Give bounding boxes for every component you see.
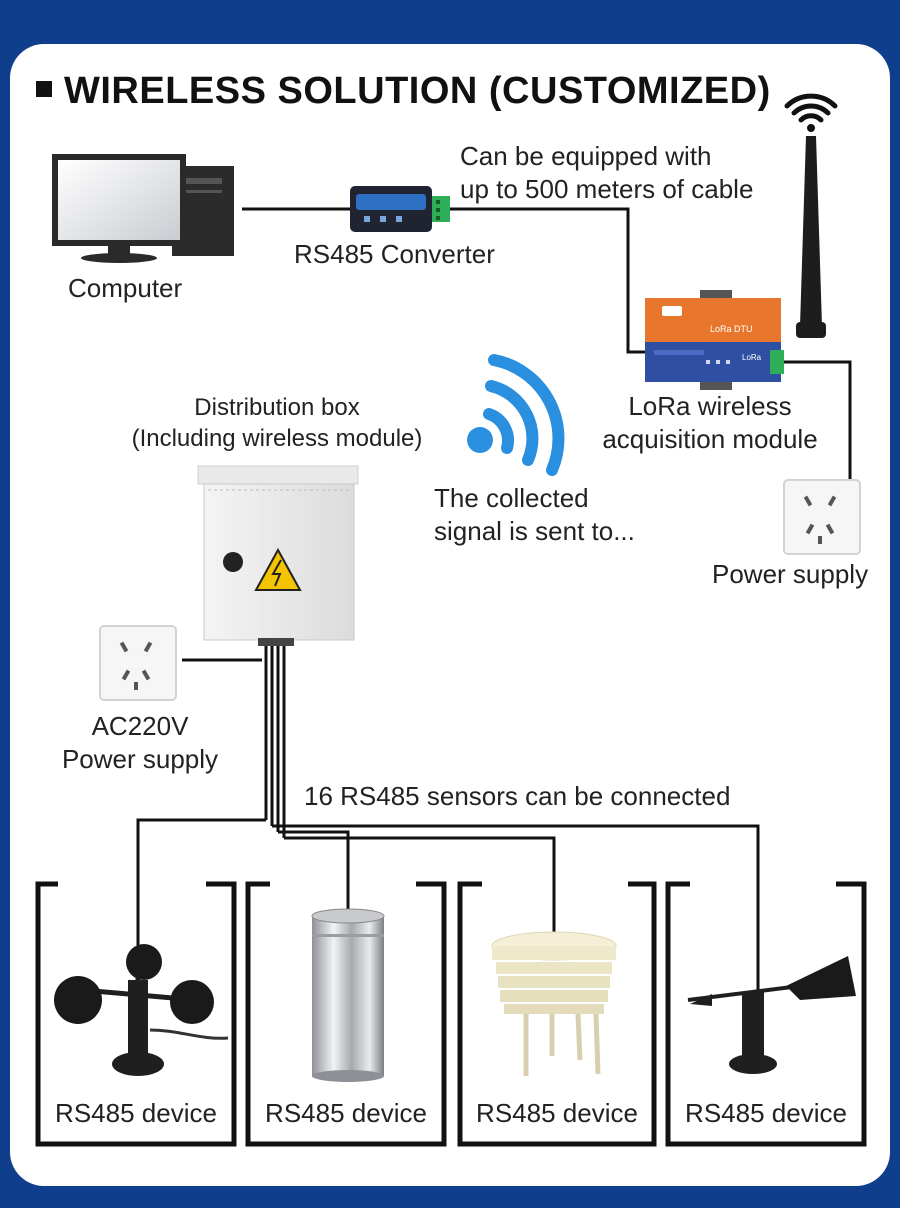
module-bottom-text: LoRa [742, 353, 762, 362]
signal-label: The collected signal is sent to... [434, 483, 635, 546]
title-text: WIRELESS SOLUTION (CUSTOMIZED) [64, 70, 771, 112]
power-supply-label: Power supply [712, 559, 869, 589]
distribution-box-icon [197, 465, 359, 646]
device-label-4: RS485 device [685, 1098, 847, 1128]
rain-gauge-icon [311, 908, 385, 1082]
antenna-icon [784, 93, 838, 338]
socket-icon-right [783, 479, 861, 555]
lora-module-icon: LoRa DTU LoRa [645, 290, 784, 390]
device-label-1: RS485 device [55, 1098, 217, 1128]
module-top-text: LoRa DTU [710, 324, 753, 334]
title-bullet [36, 80, 52, 97]
cable-note: Can be equipped with up to 500 meters of… [460, 141, 754, 204]
radiation-shield-icon [491, 931, 617, 1076]
lora-module-label: LoRa wireless acquisition module [602, 391, 818, 454]
socket-icon-left [99, 625, 177, 701]
sensors-label: 16 RS485 sensors can be connected [304, 781, 731, 811]
ac-power-label: AC220V Power supply [61, 711, 219, 774]
computer-icon [52, 154, 234, 263]
anemometer-icon [54, 944, 229, 1076]
connection-lines [136, 207, 852, 1000]
rs485-converter-icon [350, 186, 450, 232]
wifi-signal-icon [467, 354, 565, 476]
device-label-2: RS485 device [265, 1098, 427, 1128]
page-title: WIRELESS SOLUTION (CUSTOMIZED) [36, 70, 771, 113]
converter-label: RS485 Converter [294, 239, 495, 269]
wind-vane-icon [687, 956, 856, 1074]
distribution-box-label: Distribution box (Including wireless mod… [131, 394, 423, 452]
device-label-3: RS485 device [476, 1098, 638, 1128]
computer-label: Computer [68, 273, 183, 303]
device-brackets [35, 881, 867, 1147]
